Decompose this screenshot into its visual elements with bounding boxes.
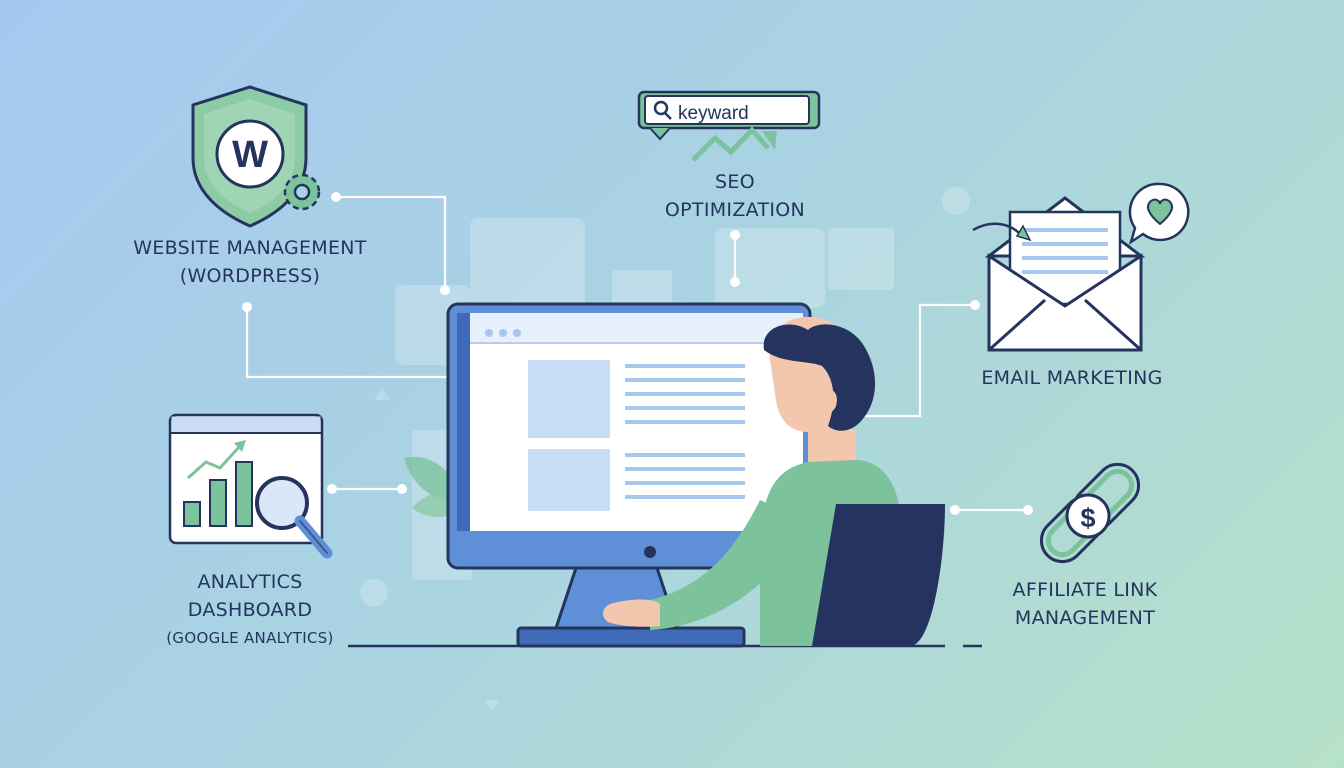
open-envelope-icon	[972, 182, 1190, 352]
affiliate-title: AFFILIATE LINK	[1012, 579, 1158, 601]
connector-website	[336, 195, 447, 290]
analytics-dashboard-label: ANALYTICS DASHBOARD (GOOGLE ANALYTICS)	[150, 568, 350, 652]
bar-chart-magnifier-icon	[168, 413, 333, 559]
dollar-symbol: $	[1080, 503, 1095, 533]
analytics-subtitle: DASHBOARD	[187, 599, 313, 621]
connector-dots	[242, 192, 1033, 515]
email-marketing-title: EMAIL MARKETING	[981, 367, 1163, 389]
gear-icon	[283, 173, 321, 211]
connector-email	[862, 303, 975, 418]
seo-subtitle: OPTIMIZATION	[664, 199, 806, 221]
analytics-note: (GOOGLE ANALYTICS)	[166, 629, 334, 647]
search-icon	[653, 100, 669, 116]
person-at-computer	[602, 316, 945, 646]
email-marketing-label: EMAIL MARKETING	[962, 364, 1182, 392]
dollar-coin-icon: $	[1065, 493, 1111, 539]
wordpress-letter: W	[232, 134, 268, 176]
computer-monitor	[446, 302, 812, 648]
connector-lines	[245, 195, 1028, 512]
magnifier-icon	[255, 476, 309, 530]
search-text: keyward	[678, 103, 749, 124]
website-management-title: WEBSITE MANAGEMENT	[133, 237, 367, 259]
wordpress-shield-icon: W	[191, 85, 321, 228]
website-management-subtitle: (WORDPRESS)	[179, 265, 321, 287]
seo-label: SEO OPTIMIZATION	[630, 168, 840, 224]
seo-title: SEO	[715, 171, 755, 193]
trend-arrow-icon	[691, 126, 770, 162]
analytics-title: ANALYTICS	[197, 571, 303, 593]
website-management-label: WEBSITE MANAGEMENT (WORDPRESS)	[120, 234, 380, 290]
connector-website-2	[245, 307, 448, 379]
affiliate-link-label: AFFILIATE LINK MANAGEMENT	[985, 576, 1185, 632]
keyword-search-bar-icon: keyward	[637, 90, 821, 162]
affiliate-subtitle: MANAGEMENT	[1014, 607, 1156, 629]
